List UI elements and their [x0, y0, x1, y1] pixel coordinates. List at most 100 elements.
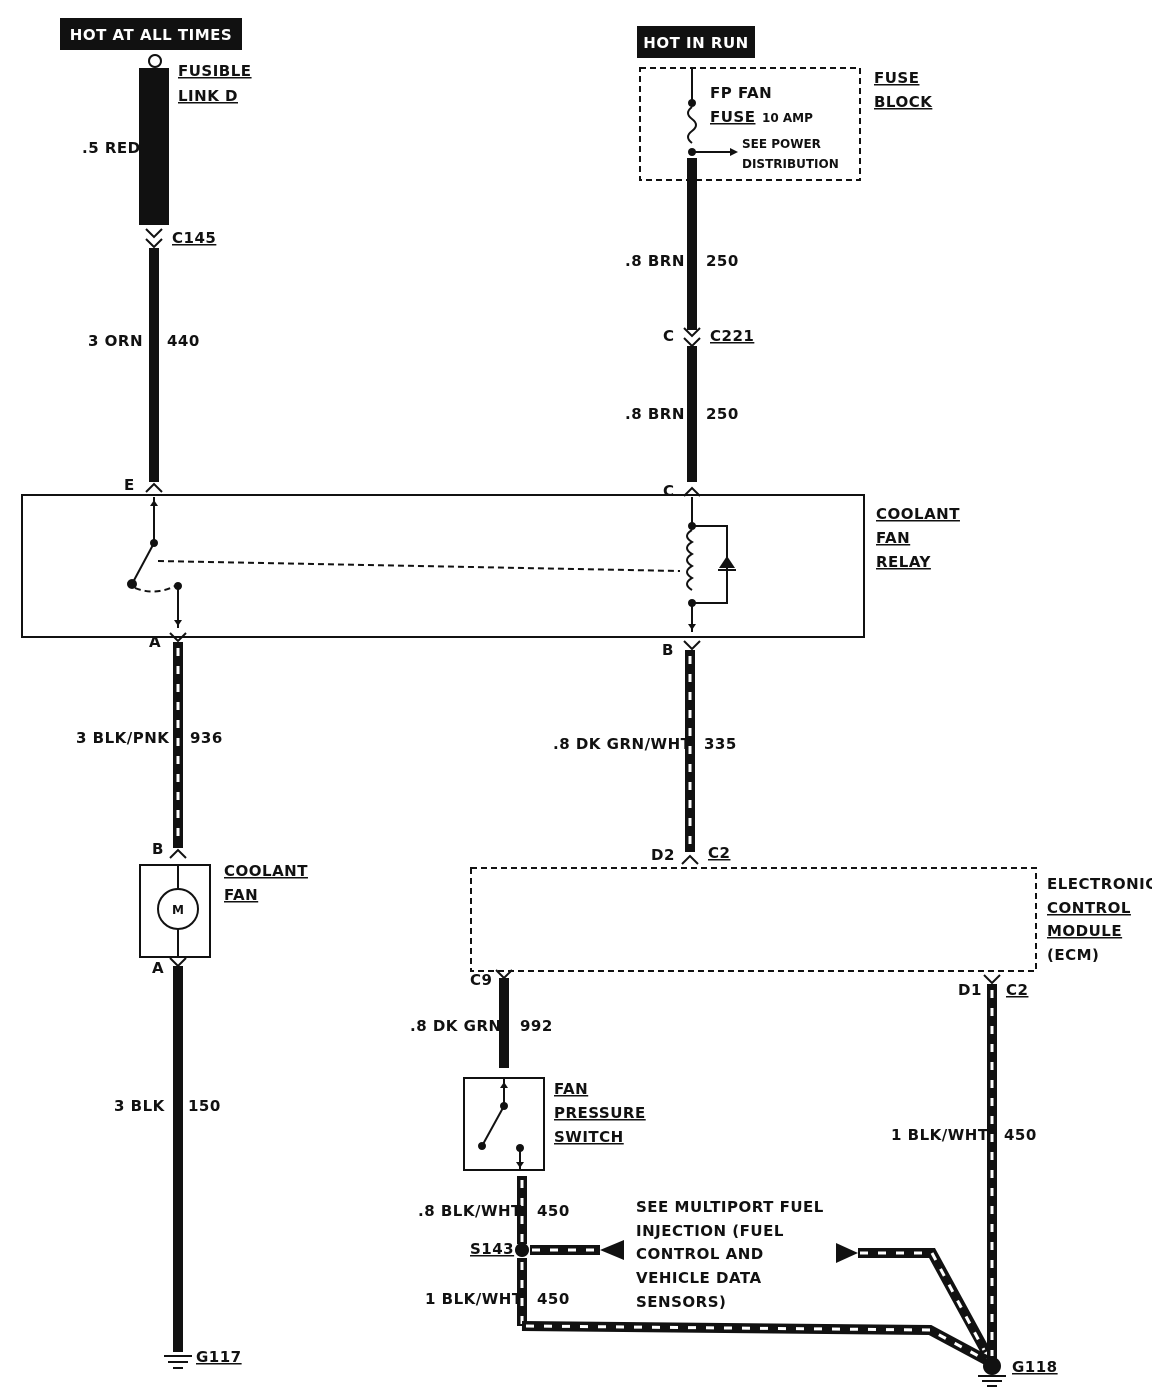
coolant-fan-label-1: COOLANT [224, 862, 308, 880]
relay-label-2: FAN [876, 529, 910, 547]
pin-relay-b: B [662, 641, 674, 659]
see-mpfi-label-1: SEE MULTIPORT FUEL [636, 1198, 824, 1216]
wire-label-w2-gauge: 3 ORN [88, 332, 143, 350]
pin-fan-a: A [152, 959, 164, 977]
arrow-down-icon [516, 1162, 524, 1168]
wire-label-w6-circuit: 335 [704, 735, 737, 753]
ecm-label-3: MODULE [1047, 922, 1122, 940]
see-power-label-1: SEE POWER [742, 137, 821, 151]
pin-relay-e: E [124, 476, 135, 494]
connector-c221: C221 [710, 327, 754, 345]
arrow-up-icon [150, 500, 158, 506]
wire-mpfi-ground [858, 1248, 991, 1355]
wire-label-w7-gauge: 3 BLK [114, 1097, 166, 1115]
wire-label-w9-gauge: .8 BLK/WHT [418, 1202, 522, 1220]
relay-switch-blade [131, 542, 155, 585]
see-mpfi-label-4: VEHICLE DATA [636, 1269, 762, 1287]
pin-fan-b: B [152, 840, 164, 858]
wire-label-w5-gauge: 3 BLK/PNK [76, 729, 170, 747]
fan-pressure-switch [463, 1077, 545, 1171]
pin-ecm-c9: C9 [470, 971, 492, 989]
wire-label-w11-gauge: 1 BLK/WHT [891, 1126, 989, 1144]
wire-label-w10-circuit: 450 [537, 1290, 570, 1308]
relay-linkage [157, 560, 681, 572]
wire-label-w5-circuit: 936 [190, 729, 223, 747]
pin-c-connector-icon [683, 486, 701, 497]
fusible-link [139, 68, 169, 225]
relay-pivot-node [127, 579, 137, 589]
wire-label-w7-circuit: 150 [188, 1097, 221, 1115]
fan-switch-label-1: FAN [554, 1080, 588, 1098]
fuse-amp-label: 10 AMP [762, 111, 813, 125]
wire-label-w4-circuit: 250 [706, 405, 739, 423]
ecm-label-4: (ECM) [1047, 946, 1099, 964]
arrow-down-icon [688, 624, 696, 630]
pin-a-connector-icon [169, 632, 187, 643]
arrow-down-icon [174, 620, 182, 626]
wire-label-w3-gauge: .8 BRN [625, 252, 685, 270]
connector-ecm-c2-right: C2 [1006, 981, 1028, 999]
wire-w10-to-ground [521, 1321, 989, 1365]
pin-b-connector-icon [169, 848, 187, 859]
relay-coil-icon [686, 529, 694, 591]
fuse-block [639, 67, 861, 181]
fusible-link-label-2: LINK D [178, 87, 238, 105]
pin-d2-connector-icon [681, 854, 699, 865]
ecm-label-2: CONTROL [1047, 899, 1131, 917]
relay-label-1: COOLANT [876, 505, 960, 523]
splice-s143: S143 [470, 1240, 514, 1258]
ground-g117: G117 [196, 1348, 242, 1366]
wire-label-w6-gauge: .8 DK GRN/WHT [553, 735, 692, 753]
wire-label-w2-circuit: 440 [167, 332, 200, 350]
see-mpfi-label-2: INJECTION (FUEL [636, 1222, 784, 1240]
motor-label: M [172, 903, 184, 917]
hot-in-run-tag: HOT IN RUN [637, 26, 755, 58]
arrow-right-icon [730, 148, 738, 156]
fuse-icon [687, 106, 697, 144]
connector-ecm-c2-top: C2 [708, 844, 730, 862]
wire-label-w9-circuit: 450 [537, 1202, 570, 1220]
fp-fan-label-2: FUSE [710, 108, 755, 126]
svg-text:HOT IN RUN: HOT IN RUN [643, 34, 748, 52]
pin-relay-c: C [663, 482, 675, 500]
see-mpfi-label-3: CONTROL AND [636, 1245, 764, 1263]
fan-switch-label-3: SWITCH [554, 1128, 624, 1146]
arrow-right-icon [836, 1243, 858, 1263]
c145-connector-icon [145, 228, 163, 249]
hot-at-all-times-tag: HOT AT ALL TIMES [60, 18, 242, 50]
fuse-block-label-1: FUSE [874, 69, 919, 87]
fuse-node-top [688, 99, 696, 107]
fusible-link-label-1: FUSIBLE [178, 62, 252, 80]
ground-icon [164, 1355, 192, 1369]
ecm [470, 867, 1037, 972]
relay-label-3: RELAY [876, 553, 932, 571]
ground-icon [978, 1375, 1006, 1387]
diode-icon [719, 556, 735, 568]
connector-c145: C145 [172, 229, 216, 247]
see-mpfi-label-5: SENSORS) [636, 1293, 726, 1311]
coolant-fan-relay [21, 494, 865, 638]
coolant-fan-label-2: FAN [224, 886, 258, 904]
arrow-left-icon [600, 1240, 624, 1260]
wire-label-w1-gauge: .5 RED [82, 139, 141, 157]
svg-text:HOT AT ALL TIMES: HOT AT ALL TIMES [70, 26, 232, 44]
relay-contact-arc [134, 585, 176, 593]
pin-b-relay-connector-icon [683, 640, 701, 651]
pin-ecm-d1: D1 [958, 981, 982, 999]
terminal-icon [148, 54, 162, 68]
c221-connector-icon [683, 327, 701, 348]
fuse-block-label-2: BLOCK [874, 93, 933, 111]
wire-label-w10-gauge: 1 BLK/WHT [425, 1290, 523, 1308]
wire-label-w11-circuit: 450 [1004, 1126, 1037, 1144]
arrow-up-icon [500, 1082, 508, 1088]
switch-pivot-node [478, 1142, 486, 1150]
wire-label-w8-gauge: .8 DK GRN [410, 1017, 502, 1035]
pin-relay-a: A [149, 633, 161, 651]
ecm-label-1: ELECTRONIC [1047, 875, 1152, 893]
see-power-label-2: DISTRIBUTION [742, 157, 839, 171]
splice-s143-icon [515, 1243, 529, 1257]
fp-fan-label-1: FP FAN [710, 84, 772, 102]
wire-label-w4-gauge: .8 BRN [625, 405, 685, 423]
